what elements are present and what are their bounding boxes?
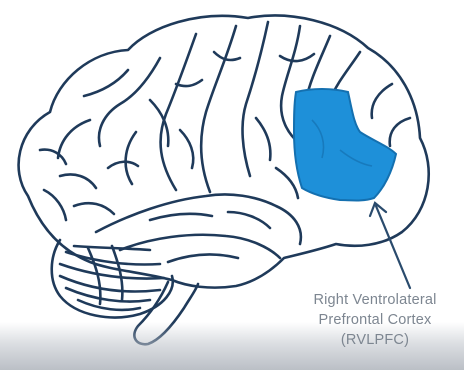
- precentral-sulcus: [243, 22, 268, 176]
- pointer-arrow: [370, 203, 410, 288]
- central-sulcus: [201, 26, 236, 192]
- label-line-1: Right Ventrolateral: [290, 290, 460, 310]
- rvlpfc-label: Right Ventrolateral Prefrontal Cortex (R…: [290, 290, 460, 350]
- rvlpfc-region: [294, 89, 396, 201]
- postcentral-sulcus: [161, 34, 196, 190]
- label-line-2: Prefrontal Cortex: [290, 310, 460, 330]
- sylvian-fissure: [96, 194, 301, 244]
- label-line-3: (RVLPFC): [290, 330, 460, 350]
